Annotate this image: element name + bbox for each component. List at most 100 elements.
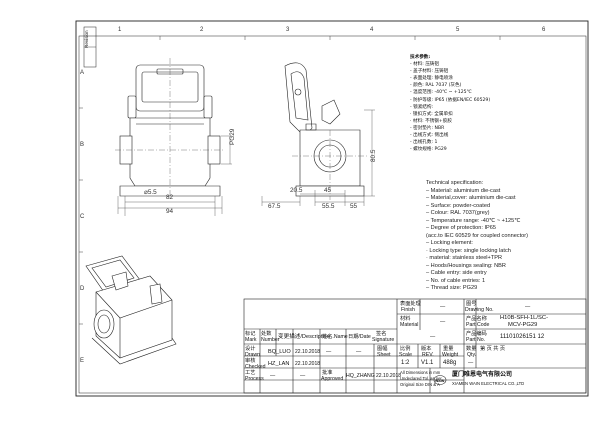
spec-en-line: – Temperature range: -40℃ ~ +125℃ bbox=[426, 217, 521, 224]
spec-en-line: – Cable entry: side entry bbox=[426, 270, 487, 276]
zone-label-top-2: 2 bbox=[200, 27, 204, 33]
part-code-label: Part Code bbox=[466, 322, 490, 328]
dim-thread: PG29 bbox=[229, 128, 236, 145]
part-no-label-cn: 产品编码 bbox=[466, 331, 487, 337]
material-value: — bbox=[440, 319, 446, 325]
spec-en-list: Technical specification: – Material: alu… bbox=[426, 180, 528, 293]
checked-label: Checked bbox=[245, 364, 266, 370]
spec-cn-line: - 温度范围: -40℃ ~ +125℃ bbox=[410, 90, 472, 96]
side-view bbox=[284, 62, 368, 200]
sheet-label-cn: 图幅 bbox=[377, 346, 388, 352]
spec-cn-line: - 盖子材料: 压铸铝 bbox=[410, 69, 449, 75]
approved-date: 22.10.2018 bbox=[376, 373, 402, 379]
spec-cn-line: - 防护等级: IP65 (依据EN/IEC 60529) bbox=[410, 97, 491, 103]
signature-label-cn: 签名 bbox=[376, 331, 387, 337]
finish-label: Finish bbox=[401, 307, 415, 313]
spec-en-line: · material: stainless steel+TPR bbox=[426, 255, 503, 261]
company-name-cn: 厦门唯恩电气有限公司 bbox=[452, 372, 513, 378]
zone-label-side-e: E bbox=[80, 358, 85, 364]
spec-cn-line: - 材料: 压铸铝 bbox=[410, 62, 440, 68]
zone-label-side-d: D bbox=[80, 286, 85, 292]
dim-side-left: 67.5 bbox=[268, 203, 281, 210]
spec-cn-line: · 材料: 不锈钢+胶胶 bbox=[410, 118, 452, 124]
side-dimension-lines bbox=[261, 109, 375, 206]
drawn-label-cn: 设计 bbox=[245, 346, 256, 352]
qty-label-cn: 数量 bbox=[466, 346, 477, 352]
process-label: Process bbox=[245, 376, 264, 382]
outer-frame bbox=[75, 20, 589, 397]
front-view bbox=[115, 58, 225, 200]
dim-side-b: 45 bbox=[324, 187, 332, 194]
sheet-label: Sheet bbox=[377, 352, 391, 358]
spec-en-line: – Material: aluminium die-cast bbox=[426, 187, 501, 194]
drawing-no-label-cn: 图号 bbox=[466, 301, 477, 307]
spec-en-line: – Thread size: PG29 bbox=[426, 285, 478, 291]
dim-front-width: 82 bbox=[166, 194, 174, 201]
part-code-value-1: H10B-SFH-1L/SC- bbox=[500, 315, 548, 321]
rev-label: REV. bbox=[422, 352, 434, 358]
process-label-cn: 工艺 bbox=[245, 370, 256, 376]
spec-cn-line: - 螺纹规格: PG29 bbox=[410, 147, 447, 153]
dim-side-a: 20.5 bbox=[290, 187, 303, 194]
spec-en-line: – Degree of protection: IP65 bbox=[426, 225, 496, 231]
spec-en-line: (acc.to IEC 60529 for coupled connector) bbox=[426, 232, 528, 239]
drawing-no-label: Drawing No. bbox=[465, 307, 494, 313]
sheet-count-cn: 第 页 共 页 bbox=[480, 346, 506, 352]
weight-value: 488g bbox=[443, 360, 457, 366]
company-name-en: XIAMEN WAIN ELECTRICAL CO.,LTD bbox=[452, 381, 525, 386]
spec-en-line: – Surface: powder-coated bbox=[426, 202, 491, 209]
zone-ticks-side bbox=[79, 107, 83, 325]
revision-label: Revision bbox=[84, 30, 89, 48]
part-no-dash: — bbox=[430, 334, 436, 340]
spec-en-line: · Locking type: single locking latch bbox=[426, 247, 511, 254]
spec-cn-line: - 表面处理: 静电喷涂 bbox=[410, 76, 453, 82]
spec-cn-line: - 密封垫片: NBR bbox=[410, 125, 445, 131]
part-code-label-cn: 产品名称 bbox=[466, 316, 487, 322]
dim-hole: ⌀5.5 bbox=[144, 189, 157, 196]
spec-cn-line: - 出线孔数: 1 bbox=[410, 140, 438, 146]
qty-value: — bbox=[468, 360, 474, 366]
scale-value: 1:2 bbox=[401, 360, 410, 366]
checked-label-cn: 审核 bbox=[245, 358, 256, 364]
spec-cn-list: 技术参数: - 材料: 压铸铝 - 盖子材料: 压铸铝 - 表面处理: 静电喷涂… bbox=[410, 54, 490, 153]
checked-name: HZ_LAN bbox=[268, 361, 290, 367]
spec-en-line: – No. of cable entries: 1 bbox=[426, 277, 486, 284]
part-no-value: 11101026151 12 bbox=[500, 334, 545, 340]
material-label: Material bbox=[400, 322, 419, 328]
number-label: Number bbox=[261, 337, 280, 343]
spec-en-line: – Locking element: bbox=[426, 240, 473, 246]
title-block-grid bbox=[243, 298, 587, 394]
zone-ticks-top bbox=[159, 36, 501, 40]
process-dash-2: — bbox=[300, 373, 306, 379]
spec-en-line: – Hoods/Housings sealing: NBR bbox=[426, 262, 506, 269]
spec-en-line: Technical specification: bbox=[426, 180, 484, 186]
scale-label-cn: 比例 bbox=[400, 346, 411, 352]
zone-label-top-4: 4 bbox=[370, 27, 374, 33]
part-code-value-2: MCV-PG29 bbox=[508, 322, 538, 328]
spec-cn-line: 技术参数: bbox=[410, 55, 431, 60]
company-logo-mark bbox=[433, 375, 447, 385]
spec-cn-line: - 出线方式: 侧出线 bbox=[410, 133, 449, 139]
zone-label-top-1: 1 bbox=[118, 27, 122, 33]
tolerance-note-2: Undeclared Tol. as per bbox=[400, 376, 442, 381]
spec-cn-line: - 颜色: RAL 7037 (灰色) bbox=[410, 83, 462, 89]
weight-label: Weight bbox=[442, 352, 459, 358]
spec-en-line: – Colour: RAL 7037(grey) bbox=[426, 210, 490, 216]
qty-label: Qty. bbox=[467, 352, 477, 358]
zone-label-side-a: A bbox=[80, 70, 85, 76]
rev-value: V1.1 bbox=[421, 360, 434, 366]
approved-name: HQ_ZHANG bbox=[346, 373, 375, 379]
dim-side-c: 55.5 bbox=[322, 203, 335, 210]
spec-cn-line: - 锁紧结构: bbox=[410, 104, 434, 110]
front-dimension-lines bbox=[117, 135, 232, 216]
dim-front-overall: 94 bbox=[166, 208, 174, 215]
drawing-no-value: — bbox=[525, 304, 531, 310]
tolerance-note-1: All Dimensions in mm bbox=[400, 370, 441, 375]
process-dash: — bbox=[270, 373, 276, 379]
date-label: 日期/Date bbox=[348, 334, 371, 340]
part-no-label: Part No. bbox=[466, 337, 486, 343]
mark-label: Mark bbox=[245, 337, 257, 343]
drawn-label: Drawn bbox=[245, 352, 260, 358]
